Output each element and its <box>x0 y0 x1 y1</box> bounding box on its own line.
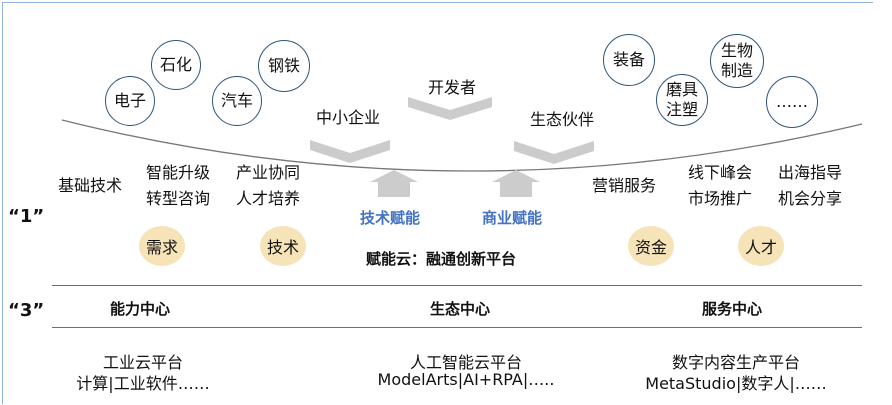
center-service-line2: MetaStudio|数字人|…… <box>645 374 827 393</box>
tech-arrow-icon <box>370 170 418 197</box>
separator-top <box>52 285 862 286</box>
service-upgrade: 智能升级转型咨询 <box>146 163 211 208</box>
service-marketing: 营销服务 <box>592 176 657 195</box>
industry-circle-auto: 汽车 <box>212 76 262 126</box>
industry-circle-more: …… <box>766 76 818 128</box>
role-sme: 中小企业 <box>316 108 381 127</box>
center-ecosystem-line2: ModelArts|AI+RPA|….. <box>377 370 555 389</box>
chevron-developer <box>408 97 492 120</box>
chevron-partner <box>514 141 594 164</box>
center-service-title: 服务中心 <box>701 300 763 318</box>
industry-circle-equipment: 装备 <box>603 34 655 86</box>
role-partner: 生态伙伴 <box>530 110 595 129</box>
industry-circle-petrochemical: 石化 <box>151 40 201 90</box>
center-capability-line1: 工业云平台 <box>102 353 184 372</box>
curve-line <box>61 119 863 172</box>
business-arrow-icon <box>492 170 540 197</box>
badge-talent: 人才 <box>738 226 784 266</box>
badge-demand: 需求 <box>139 226 185 266</box>
label-one: “1” <box>8 206 45 227</box>
tech-enable-label: 技术赋能 <box>360 209 421 227</box>
service-industry: 产业协同人才培养 <box>236 163 301 208</box>
badge-capital: 资金 <box>628 226 674 266</box>
center-ecosystem-title: 生态中心 <box>429 300 491 318</box>
service-basic: 基础技术 <box>58 176 123 195</box>
service-offline: 线下峰会市场推广 <box>688 163 753 208</box>
label-three: “3” <box>8 300 45 321</box>
platform-title: 赋能云：融通创新平台 <box>366 250 517 268</box>
badge-technology: 技术 <box>260 226 306 266</box>
industry-circle-mold: 磨具注塑 <box>656 74 708 126</box>
slide-frame <box>2 2 873 404</box>
role-developer: 开发者 <box>428 78 477 97</box>
center-capability-title: 能力中心 <box>109 300 171 318</box>
industry-circle-electronics: 电子 <box>105 76 155 126</box>
service-overseas: 出海指导机会分享 <box>778 163 843 208</box>
separator-bottom <box>52 327 862 328</box>
center-ecosystem-line1: 人工智能云平台 <box>409 353 523 372</box>
center-capability-line2: 计算|工业软件…… <box>76 374 210 393</box>
industry-circle-biomanufacturing: 生物制造 <box>710 34 764 88</box>
business-enable-label: 商业赋能 <box>482 209 543 227</box>
industry-circle-steel: 钢铁 <box>258 40 310 92</box>
center-service-line1: 数字内容生产平台 <box>671 353 801 372</box>
chevron-sme <box>310 140 390 163</box>
